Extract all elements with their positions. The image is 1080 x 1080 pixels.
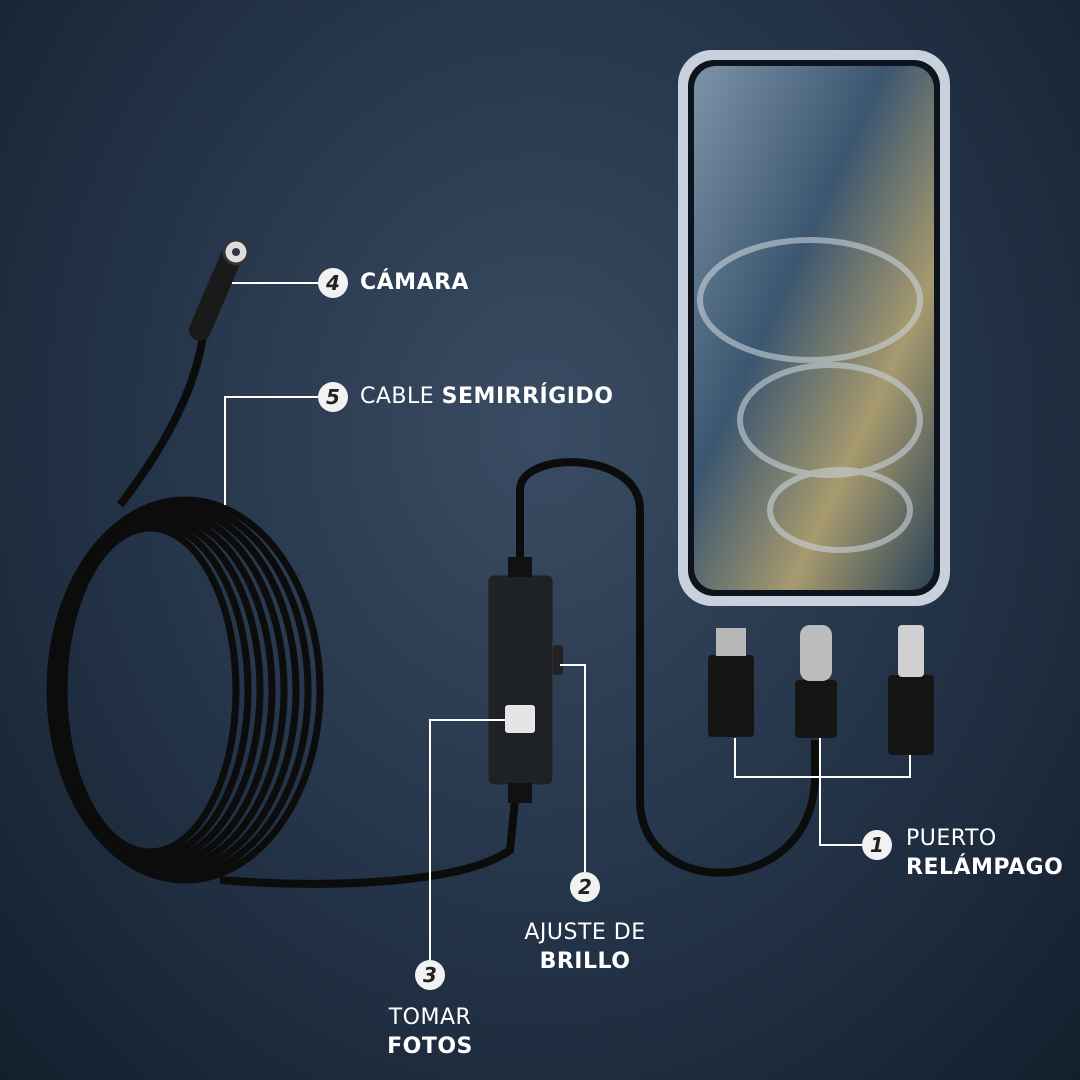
callout-label-photos: TOMAR FOTOS	[375, 1003, 485, 1061]
callout-number-3: 3	[415, 960, 445, 990]
label-regular: PUERTO	[906, 826, 997, 851]
callout-number-1: 1	[862, 830, 892, 860]
label-bold: FOTOS	[387, 1034, 473, 1059]
callout-label-port: PUERTO RELÁMPAGO	[906, 824, 1063, 882]
callout-label-camera: CÁMARA	[360, 268, 469, 297]
label-regular: AJUSTE DE	[524, 920, 646, 945]
label-bold: CÁMARA	[360, 270, 470, 295]
callout-number-5: 5	[318, 382, 348, 412]
cable-coil	[46, 319, 519, 888]
label-regular: CABLE	[360, 384, 435, 409]
callout-number-2: 2	[570, 872, 600, 902]
callout-label-cable: CABLE SEMIRRÍGIDO	[360, 382, 613, 411]
label-regular: TOMAR	[388, 1005, 472, 1030]
callout-number-4: 4	[318, 268, 348, 298]
label-bold: BRILLO	[539, 949, 631, 974]
micro-usb-plug	[716, 628, 746, 656]
leader-lines	[224, 282, 911, 960]
lightning-plug	[898, 625, 924, 677]
smartphone	[678, 50, 950, 606]
brightness-wheel	[553, 645, 563, 675]
camera-probe	[189, 238, 250, 341]
label-bold: SEMIRRÍGIDO	[441, 384, 614, 409]
photo-button	[505, 705, 535, 733]
phone-screen-gear-image	[694, 66, 934, 590]
usb-c-plug	[800, 625, 832, 681]
connectors	[708, 625, 934, 755]
label-bold: RELÁMPAGO	[906, 855, 1064, 880]
callout-label-brightness: AJUSTE DE BRILLO	[520, 918, 650, 976]
control-box	[487, 458, 819, 877]
